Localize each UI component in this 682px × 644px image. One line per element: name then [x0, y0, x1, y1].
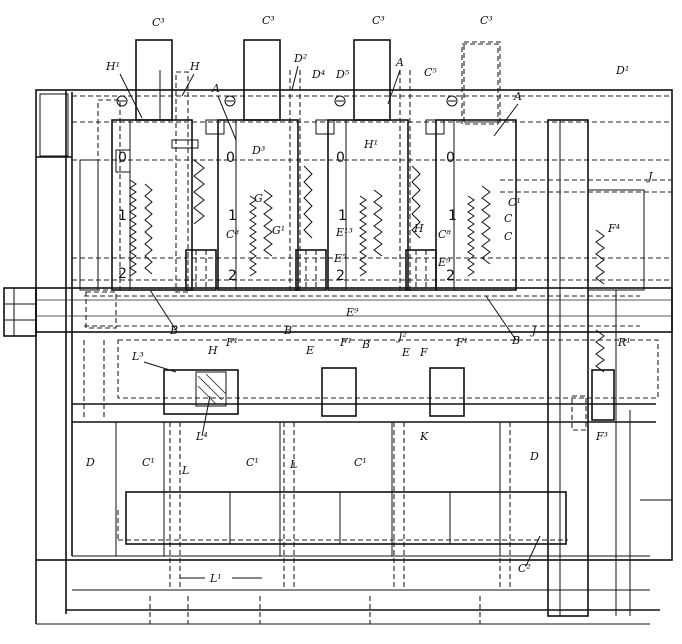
shaft-nut	[3, 287, 37, 337]
label-l: L	[289, 458, 297, 471]
reference-labels: C³ C³ C³ C³ H¹ H A D² D⁴ D⁵ A C⁵ D¹ A D³…	[85, 14, 653, 585]
label-0: 0	[336, 150, 345, 166]
label-c3: C³	[152, 16, 165, 29]
label-c1: C¹	[142, 456, 155, 469]
label-e: E	[305, 344, 314, 357]
label-f1: F¹	[339, 336, 352, 349]
module-3	[315, 70, 437, 292]
module-4	[425, 43, 517, 291]
label-e9: E⁹	[437, 256, 451, 269]
label-h1: H¹	[363, 138, 378, 151]
label-c2: C²	[518, 562, 531, 575]
label-c8: C⁸	[226, 228, 239, 241]
label-0: 0	[118, 150, 127, 166]
label-l3: L³	[131, 350, 144, 363]
label-c3: C³	[372, 14, 385, 27]
label-f1: F¹	[455, 336, 468, 349]
label-d: D	[85, 456, 95, 469]
label-d5: D⁵	[335, 68, 350, 81]
module-1	[111, 70, 217, 293]
label-2: 2	[446, 268, 455, 284]
label-1: 1	[338, 208, 347, 224]
label-c3: C³	[262, 14, 275, 27]
label-d: D	[529, 450, 539, 463]
label-e: E	[401, 346, 410, 359]
label-r1: R¹	[617, 336, 631, 349]
label-d1: D¹	[615, 64, 629, 77]
label-g1: G¹	[272, 224, 285, 237]
label-c1: C¹	[508, 196, 521, 209]
label-e5: E⁵	[333, 252, 347, 265]
label-f4: F⁴	[607, 222, 620, 235]
label-2: 2	[228, 268, 237, 284]
label-h: H	[189, 60, 200, 73]
label-b: B	[169, 324, 178, 337]
label-c1: C¹	[354, 456, 367, 469]
label-0: 0	[446, 150, 455, 166]
label-k: K	[419, 430, 429, 443]
label-b: B	[511, 334, 520, 347]
top-guides	[72, 95, 672, 281]
label-c: C	[504, 230, 513, 243]
label-j: J	[530, 324, 537, 337]
label-h: H	[413, 222, 424, 235]
label-2: 2	[118, 266, 127, 282]
label-e9: E⁹	[345, 306, 359, 319]
label-g: G	[254, 192, 263, 205]
label-h1: H¹	[105, 60, 120, 73]
lower-mechanism	[72, 339, 659, 624]
label-a: A	[211, 82, 220, 95]
label-f3: F³	[595, 430, 608, 443]
left-ratchet-column	[79, 99, 121, 420]
main-shaft	[35, 287, 673, 333]
label-c: C	[504, 212, 513, 225]
right-column	[547, 119, 672, 617]
label-j2: J²	[396, 330, 407, 343]
label-a: A	[513, 90, 522, 103]
label-h: H	[207, 344, 218, 357]
module-2	[205, 70, 327, 292]
label-j: J	[646, 170, 653, 183]
label-d2: D²	[293, 52, 307, 65]
leader-lines	[119, 65, 541, 567]
label-l1: L¹	[209, 572, 222, 585]
label-1: 1	[118, 208, 127, 224]
label-c5: C⁵	[424, 66, 437, 79]
label-0: 0	[226, 150, 235, 166]
label-e13: E¹³	[335, 226, 353, 239]
label-d4: D⁴	[311, 68, 325, 81]
label-c8: C⁸	[438, 228, 451, 241]
label-1: 1	[448, 208, 457, 224]
label-l: L	[181, 464, 189, 477]
label-l4: L⁴	[195, 430, 208, 443]
label-b: B	[361, 338, 370, 351]
label-1: 1	[228, 208, 237, 224]
label-a: A	[395, 56, 404, 69]
label-b: B	[283, 324, 292, 337]
label-f: F	[419, 346, 428, 359]
label-d3: D³	[251, 144, 265, 157]
label-2: 2	[336, 268, 345, 284]
label-c1: C¹	[246, 456, 259, 469]
label-f1: F¹	[225, 336, 238, 349]
label-c3: C³	[480, 14, 493, 27]
